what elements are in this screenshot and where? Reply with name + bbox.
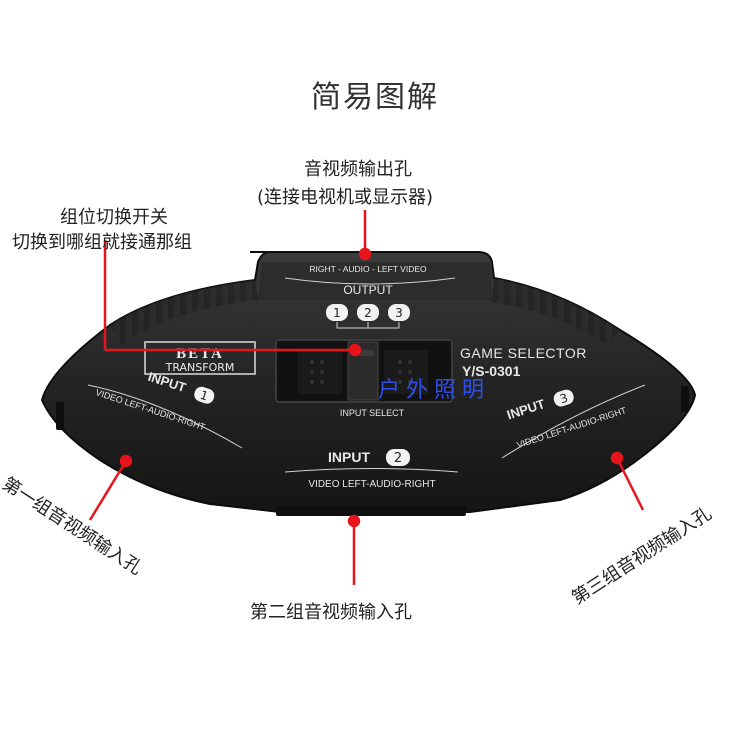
position-3-label: 3: [395, 306, 403, 320]
model-number: Y/S-0301: [462, 363, 521, 379]
output-jacks-label: RIGHT - AUDIO - LEFT VIDEO: [309, 264, 427, 274]
input-select-switch[interactable]: [275, 339, 453, 403]
model-name: GAME SELECTOR: [460, 345, 587, 361]
switch-caption-line2: 切换到哪组就接通那组: [12, 232, 192, 253]
input-2-block: INPUT 2 VIDEO LEFT-AUDIO-RIGHT: [284, 449, 459, 490]
output-position-indicators: 1 2 3: [326, 304, 410, 329]
brand-sub: TRANSFORM: [165, 361, 235, 374]
watermark-text: 户外照明: [378, 378, 491, 403]
input-2-port-slot: [276, 506, 466, 516]
input-2-number: 2: [394, 451, 402, 466]
input-select-label: INPUT SELECT: [340, 408, 405, 418]
input-3-port-slot: [681, 386, 689, 412]
diagram-title: 简易图解: [311, 80, 439, 115]
ribbed-rim-right: [492, 278, 620, 345]
input-2-heading: INPUT: [328, 449, 370, 465]
switch-caption-line1: 组位切换开关: [60, 207, 168, 228]
output-panel: [258, 262, 492, 300]
position-1-label: 1: [333, 306, 341, 320]
input-2-jacks: VIDEO LEFT-AUDIO-RIGHT: [308, 479, 435, 490]
ribbed-rim: [110, 280, 258, 345]
brand-name: BETA: [176, 346, 224, 362]
input-1-number: 1: [198, 388, 210, 404]
position-2-label: 2: [364, 306, 372, 320]
input-1-port-slot: [56, 402, 64, 430]
input-3-number: 3: [558, 391, 570, 407]
output-port-caption-line2: (连接电视机或显示器): [257, 187, 434, 208]
input-2-port-caption: 第二组音视频输入孔: [250, 602, 412, 623]
annotation-lines: [88, 210, 645, 585]
output-heading: OUTPUT: [343, 283, 393, 297]
output-port-caption-line1: 音视频输出孔: [304, 159, 412, 180]
